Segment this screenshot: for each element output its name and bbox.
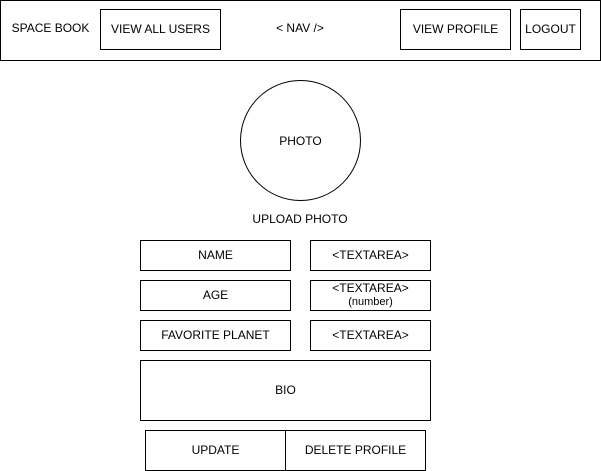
photo-label: PHOTO xyxy=(279,133,322,148)
brand-label: SPACE BOOK xyxy=(11,21,90,36)
nav-placeholder-label: < NAV /> xyxy=(276,21,324,36)
logout-button[interactable]: LOGOUT xyxy=(520,9,581,50)
name-label: NAME xyxy=(140,240,291,271)
view-all-users-button[interactable]: VIEW ALL USERS xyxy=(100,9,221,50)
age-textarea-hint: (number) xyxy=(348,296,393,309)
age-textarea[interactable]: <TEXTAREA> (number) xyxy=(310,280,431,311)
favorite-planet-label: FAVORITE PLANET xyxy=(140,320,291,351)
upload-photo-link[interactable]: UPLOAD PHOTO xyxy=(252,212,348,227)
bio-textarea[interactable]: BIO xyxy=(140,360,431,421)
age-label: AGE xyxy=(140,280,291,311)
delete-profile-button[interactable]: DELETE PROFILE xyxy=(285,430,426,471)
update-button[interactable]: UPDATE xyxy=(145,430,286,471)
favorite-planet-textarea[interactable]: <TEXTAREA> xyxy=(310,320,431,351)
photo-placeholder: PHOTO xyxy=(240,80,361,201)
age-textarea-type: <TEXTAREA> xyxy=(332,281,409,296)
view-profile-button[interactable]: VIEW PROFILE xyxy=(400,9,511,50)
name-textarea[interactable]: <TEXTAREA> xyxy=(310,240,431,271)
